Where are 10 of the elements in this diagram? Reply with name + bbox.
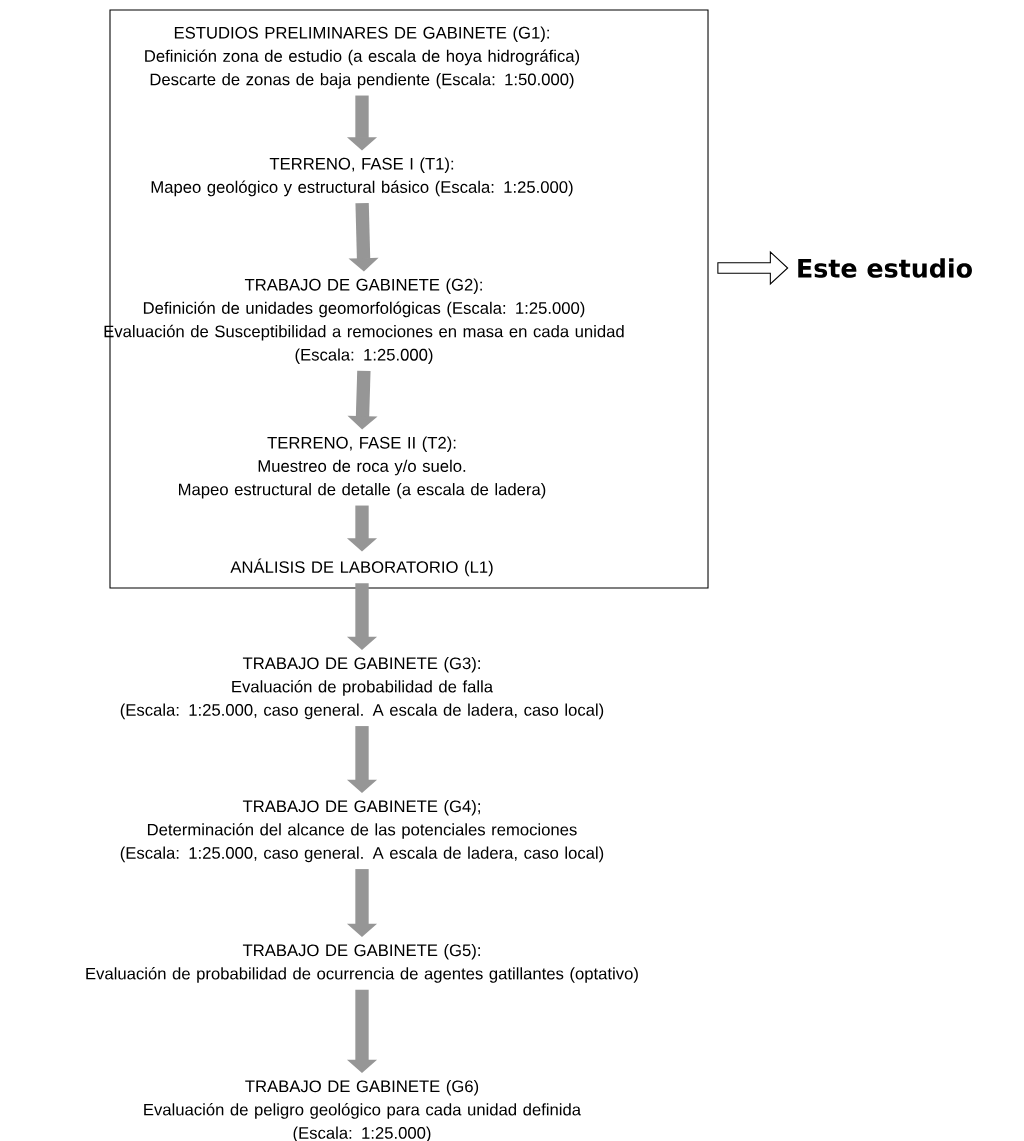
outline-arrow [717,250,789,286]
step-text: TERRENO, FASE I (T1): Mapeo geológico y estructural básico (Escala: 1:25.000) [151,157,573,197]
step-text: TRABAJO DE GABINETE (G5): Evaluación de probabilidad de ocurrencia de agentes gatillantes (optativo) [86,943,638,983]
step-text: ANÁLISIS DE LABORATORIO (L1) [230,558,493,577]
step-text: TRABAJO DE GABINETE (G4); Determinación del alcance de las potenciales remociones (Escala: 1:25.000, caso general. A escala de ladera, caso local) [120,799,604,863]
note-text: Este estudio [798,258,972,278]
step-text: TRABAJO DE GABINETE (G2): Definición de unidades geomorfológicas (Escala: 1:25.000) Evaluación de Susceptibilidad a remociones en masa en cada unidad (Escala: 1:25.000) [104,278,624,364]
step-text: TRABAJO DE GABINETE (G3): Evaluación de probabilidad de falla (Escala: 1:25.000, caso general. A escala de ladera, caso local) [120,656,604,720]
step-text: TERRENO, FASE II (T2): Muestreo de roca y/o suelo. Mapeo estructural de detalle (a escala de ladera) [179,436,546,499]
step-text: ESTUDIOS PRELIMINARES DE GABINETE (G1): Definición zona de estudio (a escala de hoya hidrográfica) Descarte de zonas de baja pendiente (Escala: 1:50.000) [145,26,580,89]
